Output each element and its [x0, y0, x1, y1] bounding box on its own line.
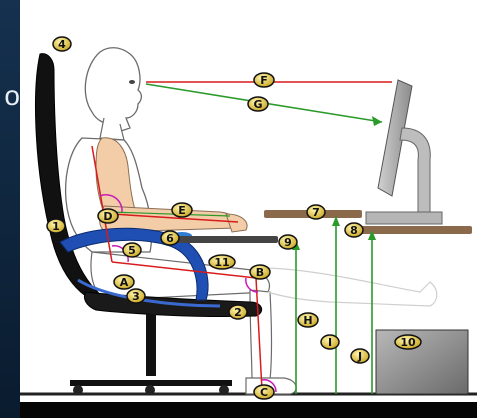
badge-8: 8: [345, 223, 363, 237]
badge-9-label: 9: [284, 236, 292, 249]
badge-B: B: [250, 265, 270, 279]
badge-C-label: C: [260, 386, 268, 399]
ergonomic-workstation-diagram: 4 F G E D 1 7 8: [20, 0, 477, 418]
badge-6-label: 6: [166, 232, 174, 245]
cpu-box: [376, 330, 468, 394]
caster-icon-2: [145, 385, 155, 395]
badge-10-label: 10: [400, 336, 416, 349]
badge-4-label: 4: [58, 38, 66, 51]
badge-1-label: 1: [52, 220, 60, 233]
monitor-base: [366, 212, 442, 224]
badge-A: A: [114, 275, 134, 289]
badge-G-label: G: [253, 98, 262, 111]
badge-5: 5: [123, 243, 141, 257]
badge-6: 6: [161, 231, 179, 245]
badge-5-label: 5: [128, 244, 136, 257]
badge-11-label: 11: [214, 256, 229, 269]
badge-C: C: [254, 385, 274, 399]
floor-strip: [20, 402, 477, 418]
caster-icon-1: [73, 385, 83, 395]
badge-F: F: [254, 73, 274, 87]
side-text-fragment: o: [0, 76, 20, 116]
badge-D-label: D: [103, 210, 112, 223]
chair-base: [70, 380, 232, 386]
keyboard-tray: [174, 236, 278, 243]
badge-H: H: [298, 313, 318, 327]
badge-F-label: F: [260, 74, 268, 87]
eye-icon: [129, 80, 135, 84]
badge-G: G: [248, 97, 268, 111]
badge-9: 9: [279, 235, 297, 249]
badge-11: 11: [209, 255, 235, 269]
badge-10: 10: [395, 335, 421, 349]
badge-3: 3: [127, 289, 145, 303]
chair-post: [146, 314, 156, 376]
badge-7: 7: [307, 205, 325, 219]
badge-H-label: H: [303, 314, 312, 327]
badge-J: J: [351, 349, 369, 363]
badge-3-label: 3: [132, 290, 140, 303]
badge-1: 1: [47, 219, 65, 233]
desk-main-surface: [358, 226, 472, 234]
badge-2: 2: [229, 305, 247, 319]
badge-2-label: 2: [234, 306, 242, 319]
badge-I-label: I: [328, 336, 332, 349]
caster-icon-3: [219, 385, 229, 395]
badge-E-label: E: [178, 204, 186, 217]
badge-B-label: B: [256, 266, 264, 279]
badge-8-label: 8: [350, 224, 358, 237]
dark-side-panel: o: [0, 0, 20, 418]
badge-4: 4: [53, 37, 71, 51]
badge-A-label: A: [120, 276, 129, 289]
badge-J-label: J: [357, 350, 362, 363]
badge-E: E: [172, 203, 192, 217]
badge-7-label: 7: [312, 206, 320, 219]
badge-I: I: [321, 335, 339, 349]
badge-D: D: [98, 209, 118, 223]
